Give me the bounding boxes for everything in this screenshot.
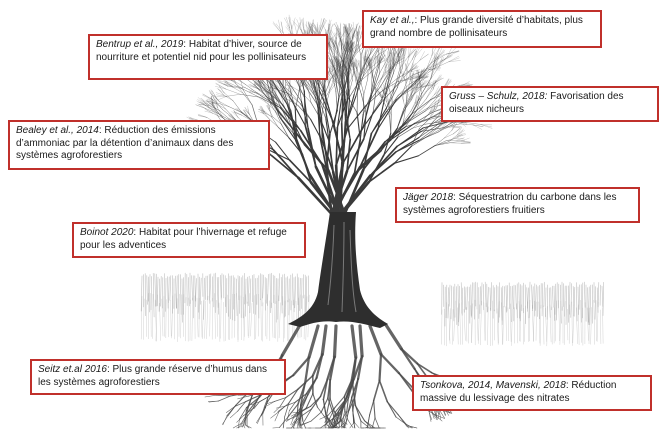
trunk-texture	[327, 221, 357, 313]
callout-kay: Kay et al.,: Plus grande diversité d’hab…	[362, 10, 602, 48]
separator: :	[453, 192, 459, 203]
callout-tsonkova: Tsonkova, 2014, Mavenski, 2018: Réductio…	[412, 375, 652, 411]
separator: :	[133, 227, 139, 238]
callout-seitz: Seitz et.al 2016: Plus grande réserve d’…	[30, 359, 286, 395]
finding-text: Plus grande réserve d’humus dans les sys…	[38, 364, 268, 388]
finding-text: Habitat d’hiver, source de nourriture et…	[96, 39, 307, 63]
separator: :	[414, 15, 421, 26]
citation: Kay et al.,	[370, 15, 415, 26]
citation: Seitz et.al 2016	[38, 364, 107, 375]
citation: Bentrup et al., 2019	[96, 39, 184, 50]
callout-jager: Jäger 2018: Séquestratrion du carbone da…	[395, 187, 640, 223]
separator: :	[106, 364, 113, 375]
finding-text: Habitat pour l’hivernage et refuge pour …	[80, 227, 287, 251]
finding-text: Favorisation des oiseaux nicheurs	[449, 91, 624, 115]
grass-strip-left	[140, 272, 310, 343]
callout-gruss: Gruss – Schulz, 2018: Favorisation des o…	[441, 86, 659, 122]
callout-bentrup: Bentrup et al., 2019: Habitat d’hiver, s…	[88, 34, 328, 80]
citation: Tsonkova, 2014, Mavenski, 2018	[420, 380, 566, 391]
tree-trunk	[288, 212, 388, 328]
callout-boinot: Boinot 2020: Habitat pour l’hivernage et…	[72, 222, 306, 258]
citation: Bealey et al., 2014	[16, 125, 99, 136]
citation: Jäger 2018	[403, 192, 454, 203]
finding-text: Réduction des émissions d’ammoniac par l…	[16, 125, 234, 161]
finding-text: Séquestratrion du carbone dans les systè…	[403, 192, 617, 216]
callout-bealey: Bealey et al., 2014: Réduction des émiss…	[8, 120, 270, 170]
separator: :	[183, 39, 189, 50]
citation: Boinot 2020	[80, 227, 134, 238]
finding-text: Réduction massive du lessivage des nitra…	[420, 380, 617, 404]
separator: :	[98, 125, 105, 136]
citation: Gruss – Schulz, 2018:	[449, 91, 548, 102]
separator: :	[565, 380, 572, 391]
finding-text: Plus grande diversité d’habitats, plus g…	[370, 15, 583, 39]
grass-strip-right	[441, 281, 604, 347]
tree-roots	[204, 323, 464, 429]
